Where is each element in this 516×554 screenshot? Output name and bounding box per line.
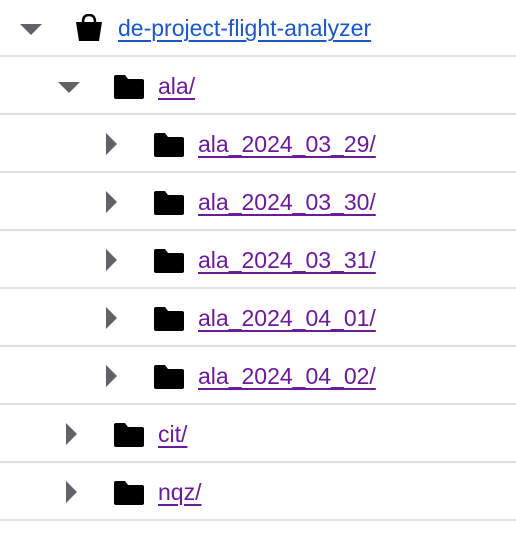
expand-collapse-toggle[interactable] — [100, 307, 122, 329]
caret-right-icon — [66, 481, 77, 503]
caret-right-icon — [66, 423, 77, 445]
folder-name-link[interactable]: ala/ — [158, 73, 196, 99]
folder-icon — [154, 133, 184, 159]
bucket-icon — [74, 13, 104, 41]
folder-name-link[interactable]: ala_2024_04_02/ — [198, 363, 376, 389]
expand-collapse-toggle[interactable] — [20, 18, 42, 40]
tree-row-folder[interactable]: cit/ — [0, 406, 516, 463]
tree-row-folder[interactable]: nqz/ — [0, 464, 516, 521]
folder-icon — [114, 481, 144, 507]
tree-row-folder[interactable]: ala/ — [0, 58, 516, 115]
folder-name-link[interactable]: ala_2024_03_31/ — [198, 247, 376, 273]
tree-row-folder[interactable]: ala_2024_04_01/ — [0, 290, 516, 347]
tree-row-folder[interactable]: ala_2024_03_30/ — [0, 174, 516, 231]
caret-right-icon — [106, 249, 117, 271]
caret-down-icon — [58, 82, 80, 93]
folder-icon — [154, 365, 184, 391]
caret-right-icon — [106, 133, 117, 155]
folder-name-link[interactable]: ala_2024_03_29/ — [198, 131, 376, 157]
folder-icon — [154, 191, 184, 217]
folder-name-link[interactable]: nqz/ — [158, 479, 202, 505]
bucket-name-link[interactable]: de-project-flight-analyzer — [118, 15, 372, 41]
expand-collapse-toggle[interactable] — [100, 249, 122, 271]
folder-icon — [154, 307, 184, 333]
expand-collapse-toggle[interactable] — [100, 133, 122, 155]
expand-collapse-toggle[interactable] — [60, 423, 82, 445]
tree-row-bucket[interactable]: de-project-flight-analyzer — [0, 0, 516, 57]
folder-icon — [114, 75, 144, 101]
caret-right-icon — [106, 191, 117, 213]
folder-name-link[interactable]: ala_2024_04_01/ — [198, 305, 376, 331]
tree-row-folder[interactable]: ala_2024_03_31/ — [0, 232, 516, 289]
caret-right-icon — [106, 307, 117, 329]
caret-right-icon — [106, 365, 117, 387]
expand-collapse-toggle[interactable] — [58, 76, 80, 98]
tree-row-folder[interactable]: ala_2024_04_02/ — [0, 348, 516, 405]
folder-icon — [154, 249, 184, 275]
expand-collapse-toggle[interactable] — [100, 365, 122, 387]
expand-collapse-toggle[interactable] — [60, 481, 82, 503]
expand-collapse-toggle[interactable] — [100, 191, 122, 213]
caret-down-icon — [20, 24, 42, 35]
folder-name-link[interactable]: ala_2024_03_30/ — [198, 189, 376, 215]
folder-name-link[interactable]: cit/ — [158, 421, 188, 447]
folder-icon — [114, 423, 144, 449]
tree-row-folder[interactable]: ala_2024_03_29/ — [0, 116, 516, 173]
